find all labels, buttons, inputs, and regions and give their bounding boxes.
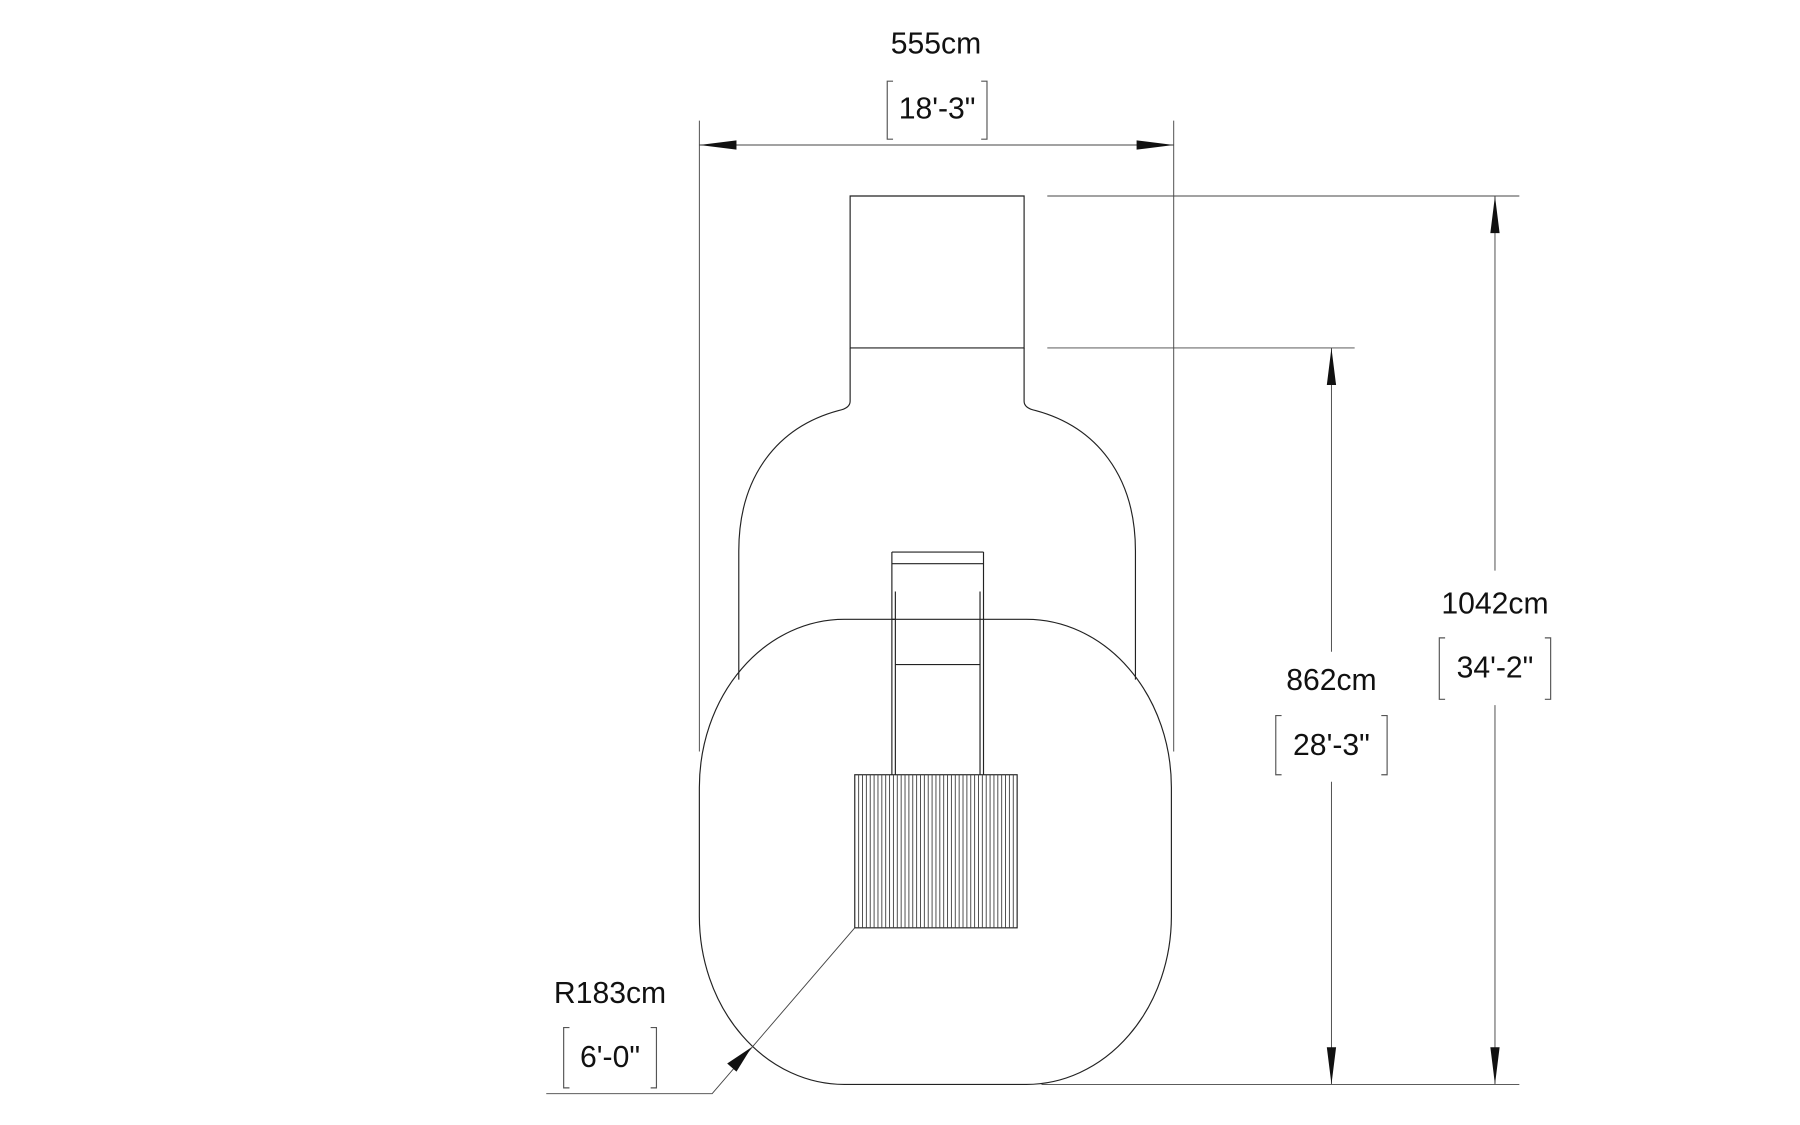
width-metric-label: 555cm	[891, 27, 981, 60]
arrow-right-icon	[1136, 140, 1174, 150]
total-length-dimension: 1042cm 34'-2"	[1041, 195, 1552, 1085]
arrow-down-icon	[1326, 1047, 1337, 1085]
width-imperial-label: 18'-3"	[899, 92, 976, 125]
total-length-imperial-label: 34'-2"	[1457, 651, 1534, 684]
radius-metric-label: R183cm	[554, 977, 666, 1010]
partial-length-metric-label: 862cm	[1286, 664, 1376, 697]
radius-dimension: R183cm 6'-0"	[546, 927, 856, 1095]
width-dimension: 555cm 18'-3"	[698, 27, 1175, 752]
upper-safety-zone	[738, 195, 1137, 680]
lower-safety-zone	[698, 618, 1172, 1085]
partial-length-imperial-label: 28'-3"	[1293, 729, 1370, 762]
total-length-metric-label: 1042cm	[1441, 588, 1548, 621]
arrow-up-icon	[1326, 347, 1337, 386]
arrow-left-icon	[699, 140, 737, 150]
partial-length-dimension: 862cm 28'-3"	[1047, 347, 1388, 1085]
radius-imperial-label: 6'-0"	[580, 1041, 640, 1074]
arrow-down-icon	[1490, 1047, 1500, 1085]
hatched-platform	[854, 774, 1018, 929]
arrow-icon	[727, 1047, 752, 1072]
arrow-up-icon	[1490, 196, 1500, 234]
slide	[891, 551, 985, 775]
